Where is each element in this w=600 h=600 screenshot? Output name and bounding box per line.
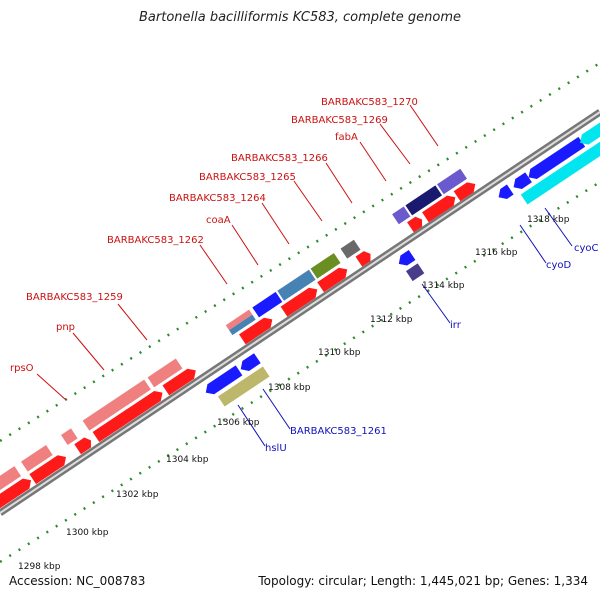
tick-label: 1300 kbp — [66, 528, 109, 538]
tick-label: 1316 kbp — [475, 248, 518, 258]
reverse-row-blue — [205, 120, 600, 395]
reverse-row-products — [217, 133, 600, 407]
gene-label-BARBAKC583_1262[interactable]: BARBAKC583_1262 — [107, 235, 204, 246]
forward-row-products — [0, 168, 467, 498]
tick-label: 1306 kbp — [217, 418, 260, 428]
gene-label-irr[interactable]: irr — [450, 320, 462, 331]
gene-label-pnp[interactable]: pnp — [56, 322, 75, 333]
forward-row-red — [0, 182, 476, 510]
gene-label-fabA[interactable]: fabA — [335, 132, 358, 143]
feature-track — [0, 120, 600, 510]
tick-label: 1308 kbp — [268, 383, 311, 393]
backbone-inner — [0, 111, 600, 514]
tick-label: 1314 kbp — [422, 281, 465, 291]
gene-label-BARBAKC583_1259[interactable]: BARBAKC583_1259 — [26, 292, 123, 303]
gene-label-hslU[interactable]: hslU — [265, 443, 287, 454]
map-title: Bartonella bacilliformis KC583, complete… — [139, 10, 461, 25]
tick-label: 1304 kbp — [166, 455, 209, 465]
tick-label: 1318 kbp — [527, 215, 570, 225]
gene-label-rpsO[interactable]: rpsO — [10, 363, 34, 374]
gene-label-BARBAKC583_1266[interactable]: BARBAKC583_1266 — [231, 153, 328, 164]
gene-label-cyoC[interactable]: cyoC — [574, 243, 599, 254]
tick-labels: 1298 kbp 1300 kbp 1302 kbp 1304 kbp 1306… — [18, 215, 570, 572]
forward-labels: rpsO pnp BARBAKC583_1259 BARBAKC583_1262… — [10, 97, 439, 401]
gene-label-BARBAKC583_1265[interactable]: BARBAKC583_1265 — [199, 172, 296, 183]
gene-label-cyoD[interactable]: cyoD — [546, 260, 572, 271]
genome-stats-label: Topology: circular; Length: 1,445,021 bp… — [258, 574, 588, 588]
gene-label-coaA[interactable]: coaA — [206, 215, 231, 226]
inner-tick-track — [0, 180, 600, 564]
accession-label: Accession: NC_008783 — [9, 574, 146, 588]
gene-label-BARBAKC583_1269[interactable]: BARBAKC583_1269 — [291, 115, 388, 126]
tick-label: 1312 kbp — [370, 315, 413, 325]
gene-label-BARBAKC583_1261[interactable]: BARBAKC583_1261 — [290, 426, 387, 437]
tick-label: 1310 kbp — [318, 348, 361, 358]
reverse-labels: hslU BARBAKC583_1261 irr cyoD cyoC — [237, 207, 599, 454]
gene-label-BARBAKC583_1264[interactable]: BARBAKC583_1264 — [169, 193, 266, 204]
tick-label: 1298 kbp — [18, 562, 61, 572]
tick-label: 1302 kbp — [116, 490, 159, 500]
gene-label-BARBAKC583_1270[interactable]: BARBAKC583_1270 — [321, 97, 418, 108]
